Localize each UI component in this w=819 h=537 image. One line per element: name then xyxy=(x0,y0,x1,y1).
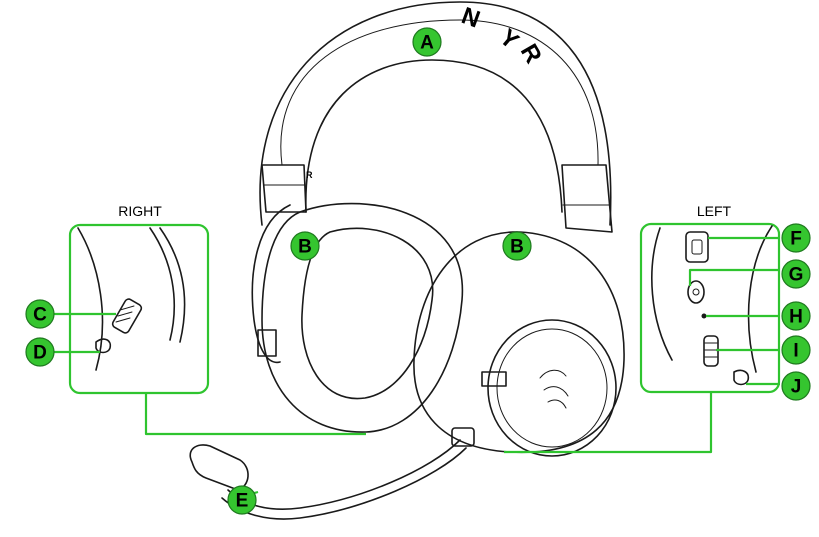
callout-b1-circle xyxy=(290,231,320,261)
callout-h-circle xyxy=(781,301,811,331)
callout-a-letter: A xyxy=(420,33,434,54)
callout-f-letter: F xyxy=(790,229,802,250)
callout-i-letter: I xyxy=(793,341,798,362)
right-inset-curve-inner xyxy=(149,227,176,341)
callout-e-circle xyxy=(227,485,257,515)
callout-b-right: B xyxy=(290,231,320,261)
callout-d-letter: D xyxy=(33,343,47,364)
callout-g-letter: G xyxy=(789,265,804,286)
callout-f: F xyxy=(781,223,811,253)
mic-head xyxy=(189,444,249,491)
callout-g: G xyxy=(781,259,811,289)
mic-socket xyxy=(451,427,475,447)
left-inset-connector xyxy=(504,392,713,454)
earcup-right-shell xyxy=(251,204,291,364)
callout-b2-letter: B xyxy=(510,237,524,258)
callout-j-letter: J xyxy=(791,377,802,398)
wheel-rib-3 xyxy=(115,317,131,323)
callout-i-circle xyxy=(781,335,811,365)
mic-boom-inner xyxy=(221,447,467,520)
callout-lines xyxy=(52,236,780,500)
cushion-right-inner xyxy=(301,227,434,400)
usb-c-port-inner xyxy=(691,239,703,255)
callout-g-circle xyxy=(781,259,811,289)
headband-r-marker: R xyxy=(306,170,313,180)
callout-c: C xyxy=(25,299,55,329)
cup-bottom-port xyxy=(481,371,507,387)
right-inset-curve-inner-2 xyxy=(159,227,186,343)
callout-a-circle xyxy=(412,27,442,57)
callout-d-circle xyxy=(25,337,55,367)
callout-d: D xyxy=(25,337,55,367)
slider-left xyxy=(561,164,613,233)
earcup-left-plate-inner xyxy=(496,328,608,448)
headband-logo-letter-1: N xyxy=(458,2,484,33)
usb-c-port xyxy=(685,231,709,263)
headset-illustration: N Y R R xyxy=(189,1,625,520)
callout-h-letter: H xyxy=(789,307,803,328)
wheel-rib-1 xyxy=(119,305,135,311)
right-inset-connector xyxy=(144,393,366,436)
callout-h: H xyxy=(781,301,811,331)
callout-e: E xyxy=(227,485,257,515)
plate-logo xyxy=(539,369,569,409)
callout-b2-circle xyxy=(502,231,532,261)
left-inset-curve-outer xyxy=(747,225,773,373)
callout-b-left: B xyxy=(502,231,532,261)
callout-g-line xyxy=(688,268,780,286)
callout-e-letter: E xyxy=(236,491,249,512)
earcup-left-shell xyxy=(413,231,625,454)
left-detail-inset xyxy=(639,222,781,394)
wheel-rib-2 xyxy=(117,311,133,317)
right-detail-inset xyxy=(68,223,210,395)
earcup-right-hinge xyxy=(257,329,277,357)
slider-right xyxy=(261,164,307,213)
right-mic-mute-button xyxy=(95,338,112,354)
right-volume-wheel xyxy=(111,298,143,334)
callout-f-circle xyxy=(781,223,811,253)
right-inset-frame xyxy=(68,223,210,395)
left-inset-curve-inner xyxy=(651,227,673,361)
callout-c-letter: C xyxy=(33,305,47,326)
callout-c-circle xyxy=(25,299,55,329)
left-volume-wheel xyxy=(703,335,719,367)
status-led xyxy=(701,313,707,319)
right-inset-curve-outer xyxy=(77,227,104,371)
headband-contour xyxy=(280,19,599,166)
callout-b1-letter: B xyxy=(298,237,312,258)
mic-boom xyxy=(227,439,461,510)
headband-inner xyxy=(305,59,563,213)
callout-i: I xyxy=(781,335,811,365)
cushion-right-outer xyxy=(261,202,464,433)
right-side-label: RIGHT xyxy=(118,203,162,219)
callout-a: A xyxy=(412,27,442,57)
earcup-left-plate xyxy=(487,319,617,457)
headband-logo-letter-3: R xyxy=(515,40,547,69)
sidetone-button xyxy=(733,369,750,386)
callout-j: J xyxy=(781,371,811,401)
left-side-label: LEFT xyxy=(697,203,732,219)
headband-outer xyxy=(259,1,612,226)
power-button xyxy=(687,280,705,304)
power-button-symbol xyxy=(692,288,700,296)
callout-j-circle xyxy=(781,371,811,401)
